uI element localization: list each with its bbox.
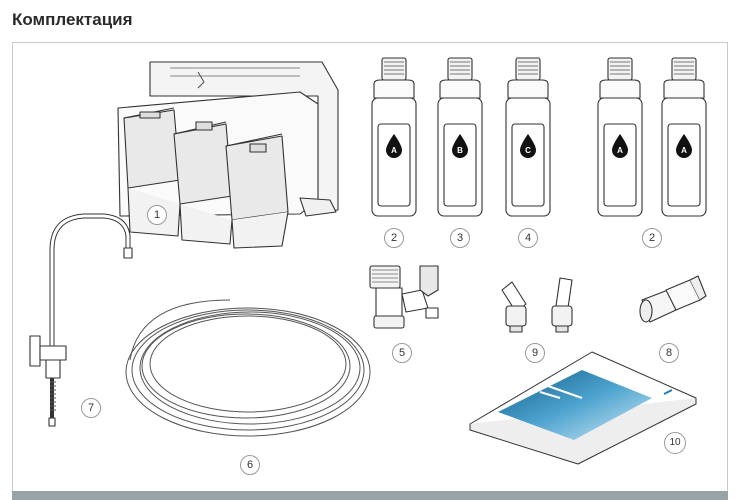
callout-1: 1 bbox=[147, 205, 167, 225]
cartridge bbox=[661, 57, 707, 217]
callout-2-left: 2 bbox=[384, 228, 404, 248]
callout-10: 10 bbox=[664, 432, 686, 454]
filter-housing-block bbox=[117, 61, 339, 249]
drop-letter: B bbox=[457, 146, 463, 155]
page-title: Комплектация bbox=[12, 10, 133, 29]
drop-letters: A B C A A bbox=[391, 146, 687, 155]
callout-2-right: 2 bbox=[642, 228, 662, 248]
drop-letter: A bbox=[681, 146, 687, 155]
elbow-fittings bbox=[501, 277, 573, 333]
callout-8: 8 bbox=[659, 343, 679, 363]
callout-9: 9 bbox=[525, 343, 545, 363]
drop-letter: A bbox=[391, 146, 397, 155]
footer-bar bbox=[12, 491, 728, 500]
drop-letter: C bbox=[525, 146, 531, 155]
callout-5: 5 bbox=[392, 343, 412, 363]
drop-letter: A bbox=[617, 146, 623, 155]
callout-7: 7 bbox=[81, 398, 101, 418]
cartridges bbox=[371, 57, 707, 217]
callout-3: 3 bbox=[450, 228, 470, 248]
water-drop-icons bbox=[386, 134, 692, 158]
hose-coil bbox=[125, 299, 371, 437]
faucet bbox=[29, 213, 133, 427]
tee-valve bbox=[369, 265, 439, 329]
callout-6: 6 bbox=[240, 455, 260, 475]
manual-booklet bbox=[469, 351, 697, 465]
straight-connector bbox=[639, 275, 707, 323]
callout-4: 4 bbox=[518, 228, 538, 248]
